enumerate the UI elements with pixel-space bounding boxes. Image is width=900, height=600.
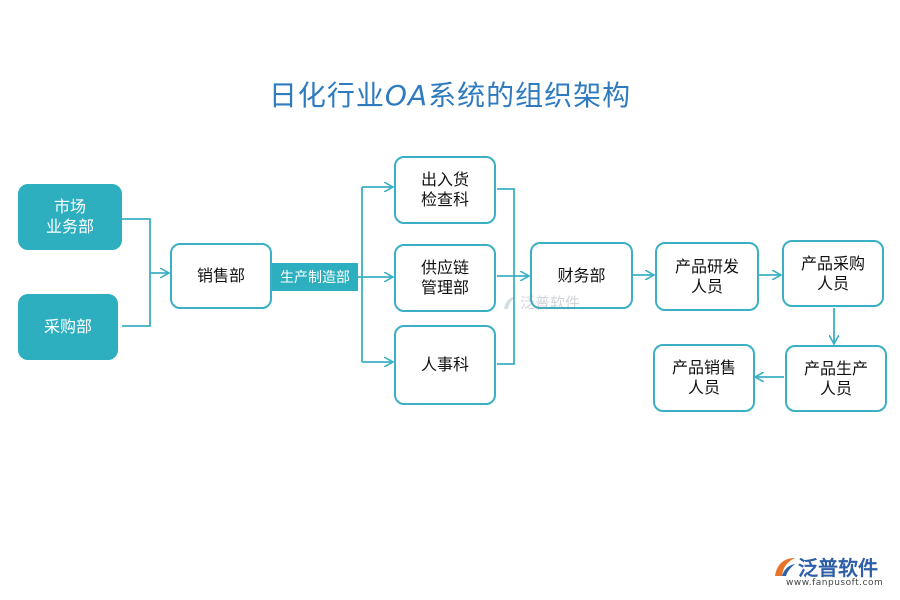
node-label: 产品生产 [803, 358, 868, 378]
node-product-procurement: 产品采购人员 [782, 240, 884, 307]
node-label: 产品研发 [674, 256, 739, 276]
brand-logo: 泛普软件 www.fanpusoft.com [772, 552, 883, 588]
node-finance: 财务部 [530, 242, 633, 309]
node-purchase-dept: 采购部 [18, 294, 118, 360]
node-label: 人事科 [420, 355, 469, 374]
node-label: 出入货 [420, 170, 469, 189]
watermark-logo-icon [504, 296, 517, 309]
manufacturing-dept-label: 生产制造部 [272, 263, 358, 291]
market-connector [122, 218, 151, 327]
node-label: 供应链 [420, 258, 469, 277]
node-label: 检查科 [420, 190, 469, 209]
watermark: 泛普软件 [500, 292, 580, 313]
diagram-title: 日化行业OA系统的组织架构 [0, 74, 900, 114]
node-label: 人员 [687, 378, 720, 397]
node-market-dept: 市场业务部 [18, 184, 122, 250]
watermark-text: 泛普软件 [520, 294, 581, 312]
node-sales-dept: 销售部 [170, 243, 272, 309]
brand-leaf-icon [775, 557, 795, 576]
node-product-sales: 产品销售人员 [653, 344, 755, 412]
node-label: 人员 [690, 276, 723, 296]
node-label: 产品采购 [800, 253, 865, 273]
node-label: 市场 [53, 197, 86, 216]
title-suffix: 系统的组织架构 [428, 79, 632, 112]
brand-name: 泛普软件 [798, 556, 878, 580]
title-oa: OA [384, 79, 429, 112]
node-product-rd: 产品研发人员 [655, 242, 759, 311]
node-inout-inspection: 出入货检查科 [394, 156, 496, 224]
node-label: 管理部 [420, 278, 469, 297]
node-label: 销售部 [196, 266, 245, 285]
brand-url: www.fanpusoft.com [786, 578, 884, 588]
node-label: 人员 [816, 273, 849, 293]
node-label: 财务部 [557, 265, 606, 285]
node-supply-chain: 供应链管理部 [394, 244, 496, 312]
node-label: 人员 [819, 378, 852, 398]
node-label: 采购部 [43, 317, 92, 336]
node-label: 业务部 [45, 217, 94, 236]
title-prefix: 日化行业 [268, 79, 385, 112]
node-hr: 人事科 [394, 325, 496, 405]
node-product-production: 产品生产人员 [785, 345, 887, 412]
node-label: 产品销售 [671, 358, 736, 377]
